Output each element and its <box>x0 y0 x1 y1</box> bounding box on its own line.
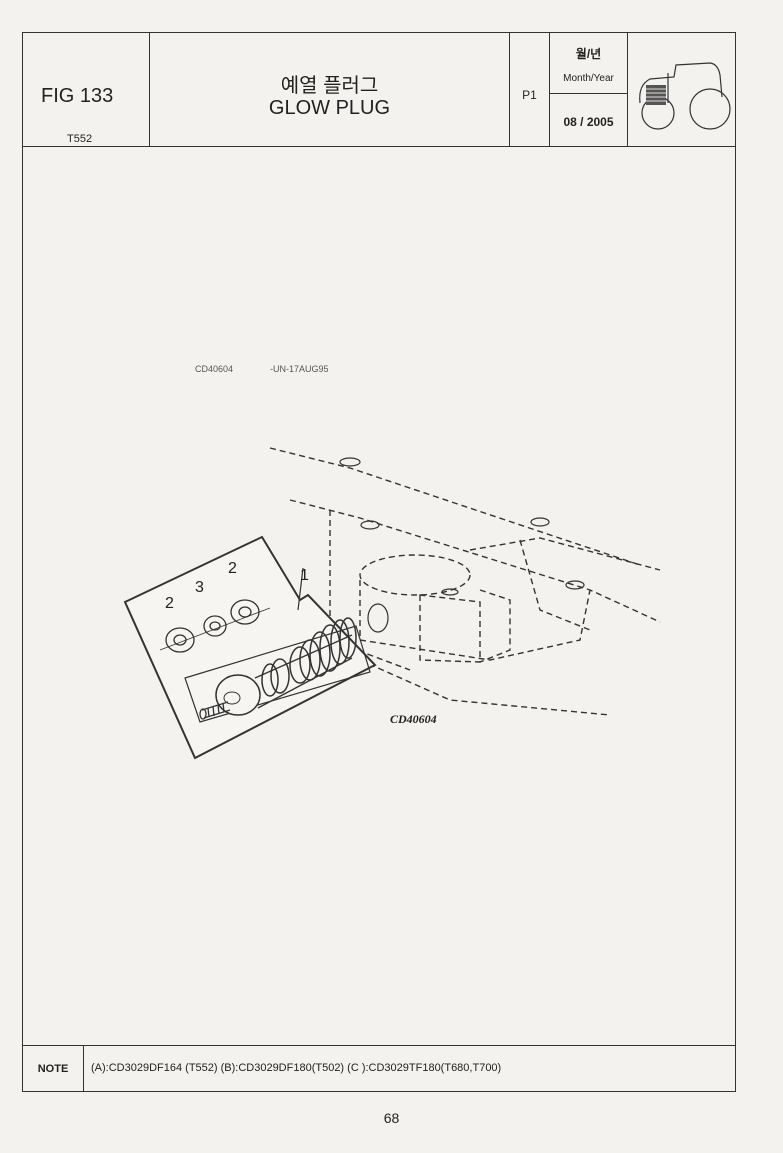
title-korean: 예열 플러그 <box>280 75 379 97</box>
callout-1: 1 <box>300 567 309 584</box>
callout-3: 3 <box>195 579 204 596</box>
callout-2-right: 2 <box>228 560 237 577</box>
title-cell: 예열 플러그 GLOW PLUG <box>150 33 510 146</box>
model-code: T552 <box>67 133 93 145</box>
drawing-label: CD40604 <box>390 712 437 726</box>
document-frame: FIG 133 T552 예열 플러그 GLOW PLUG P1 월/년 Mon… <box>22 32 736 1092</box>
caption-code: CD40604 <box>195 364 234 374</box>
date-label-korean: 월/년 <box>575 47 602 61</box>
note-label: NOTE <box>23 1046 84 1092</box>
thumbnail-cell <box>628 33 737 146</box>
header: FIG 133 T552 예열 플러그 GLOW PLUG P1 월/년 Mon… <box>23 33 735 147</box>
glow-plug-drawing: 2 3 2 1 <box>123 447 661 760</box>
date-value: 08 / 2005 <box>563 115 614 129</box>
fig-cell: FIG 133 T552 <box>23 33 150 146</box>
figure-number: FIG 133 <box>41 85 114 107</box>
callout-2-left: 2 <box>165 595 174 612</box>
tractor-icon <box>639 62 731 130</box>
page-code-cell: P1 <box>510 33 550 146</box>
page-code: P1 <box>522 88 537 102</box>
caption-date: -UN-17AUG95 <box>270 364 329 374</box>
note-row: NOTE (A):CD3029DF164 (T552) (B):CD3029DF… <box>23 1045 735 1092</box>
date-label-english: Month/Year <box>563 73 614 84</box>
note-text: (A):CD3029DF164 (T552) (B):CD3029DF180(T… <box>91 1062 502 1074</box>
date-cell: 월/년 Month/Year 08 / 2005 <box>550 33 628 146</box>
page-number: 68 <box>383 1110 400 1126</box>
title-english: GLOW PLUG <box>268 97 391 119</box>
